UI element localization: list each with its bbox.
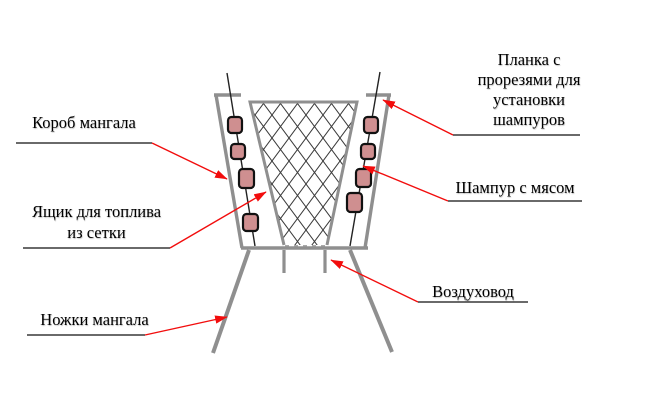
label-korob-mangala: Короб мангала xyxy=(32,113,136,132)
meat-piece xyxy=(229,142,247,161)
label-vozduhovod: Воздуховод xyxy=(432,282,514,301)
label-shampur-s-myasom: Шампур с мясом xyxy=(455,178,575,197)
meat-piece xyxy=(359,142,377,161)
label-nozhki-mangala: Ножки мангала xyxy=(40,310,149,329)
leader-arrow-vozduhovod xyxy=(330,259,419,303)
meat-piece xyxy=(362,115,380,135)
meat-piece xyxy=(241,212,260,233)
grill-leg-left xyxy=(211,249,251,354)
leader-arrow-planka xyxy=(382,99,454,136)
label-yashik-dlya-topliva: Ящик для топлива из сетки xyxy=(31,202,162,242)
leader-arrow-yashik xyxy=(169,191,267,249)
meat-piece xyxy=(226,115,244,135)
leader-arrow-nozhki xyxy=(144,315,228,336)
leader-arrow-korob xyxy=(151,142,228,180)
meat-piece xyxy=(237,167,256,190)
meat-piece xyxy=(354,167,373,189)
label-planka-s-prorezyami: Планка с прорезями для установки шампуро… xyxy=(477,50,581,129)
fuel-basket-outline xyxy=(248,100,359,246)
grill-leg-right xyxy=(348,249,394,353)
grill-box-left-wall xyxy=(214,94,244,249)
meat-piece xyxy=(345,191,364,214)
leader-arrow-shampur xyxy=(362,165,449,202)
